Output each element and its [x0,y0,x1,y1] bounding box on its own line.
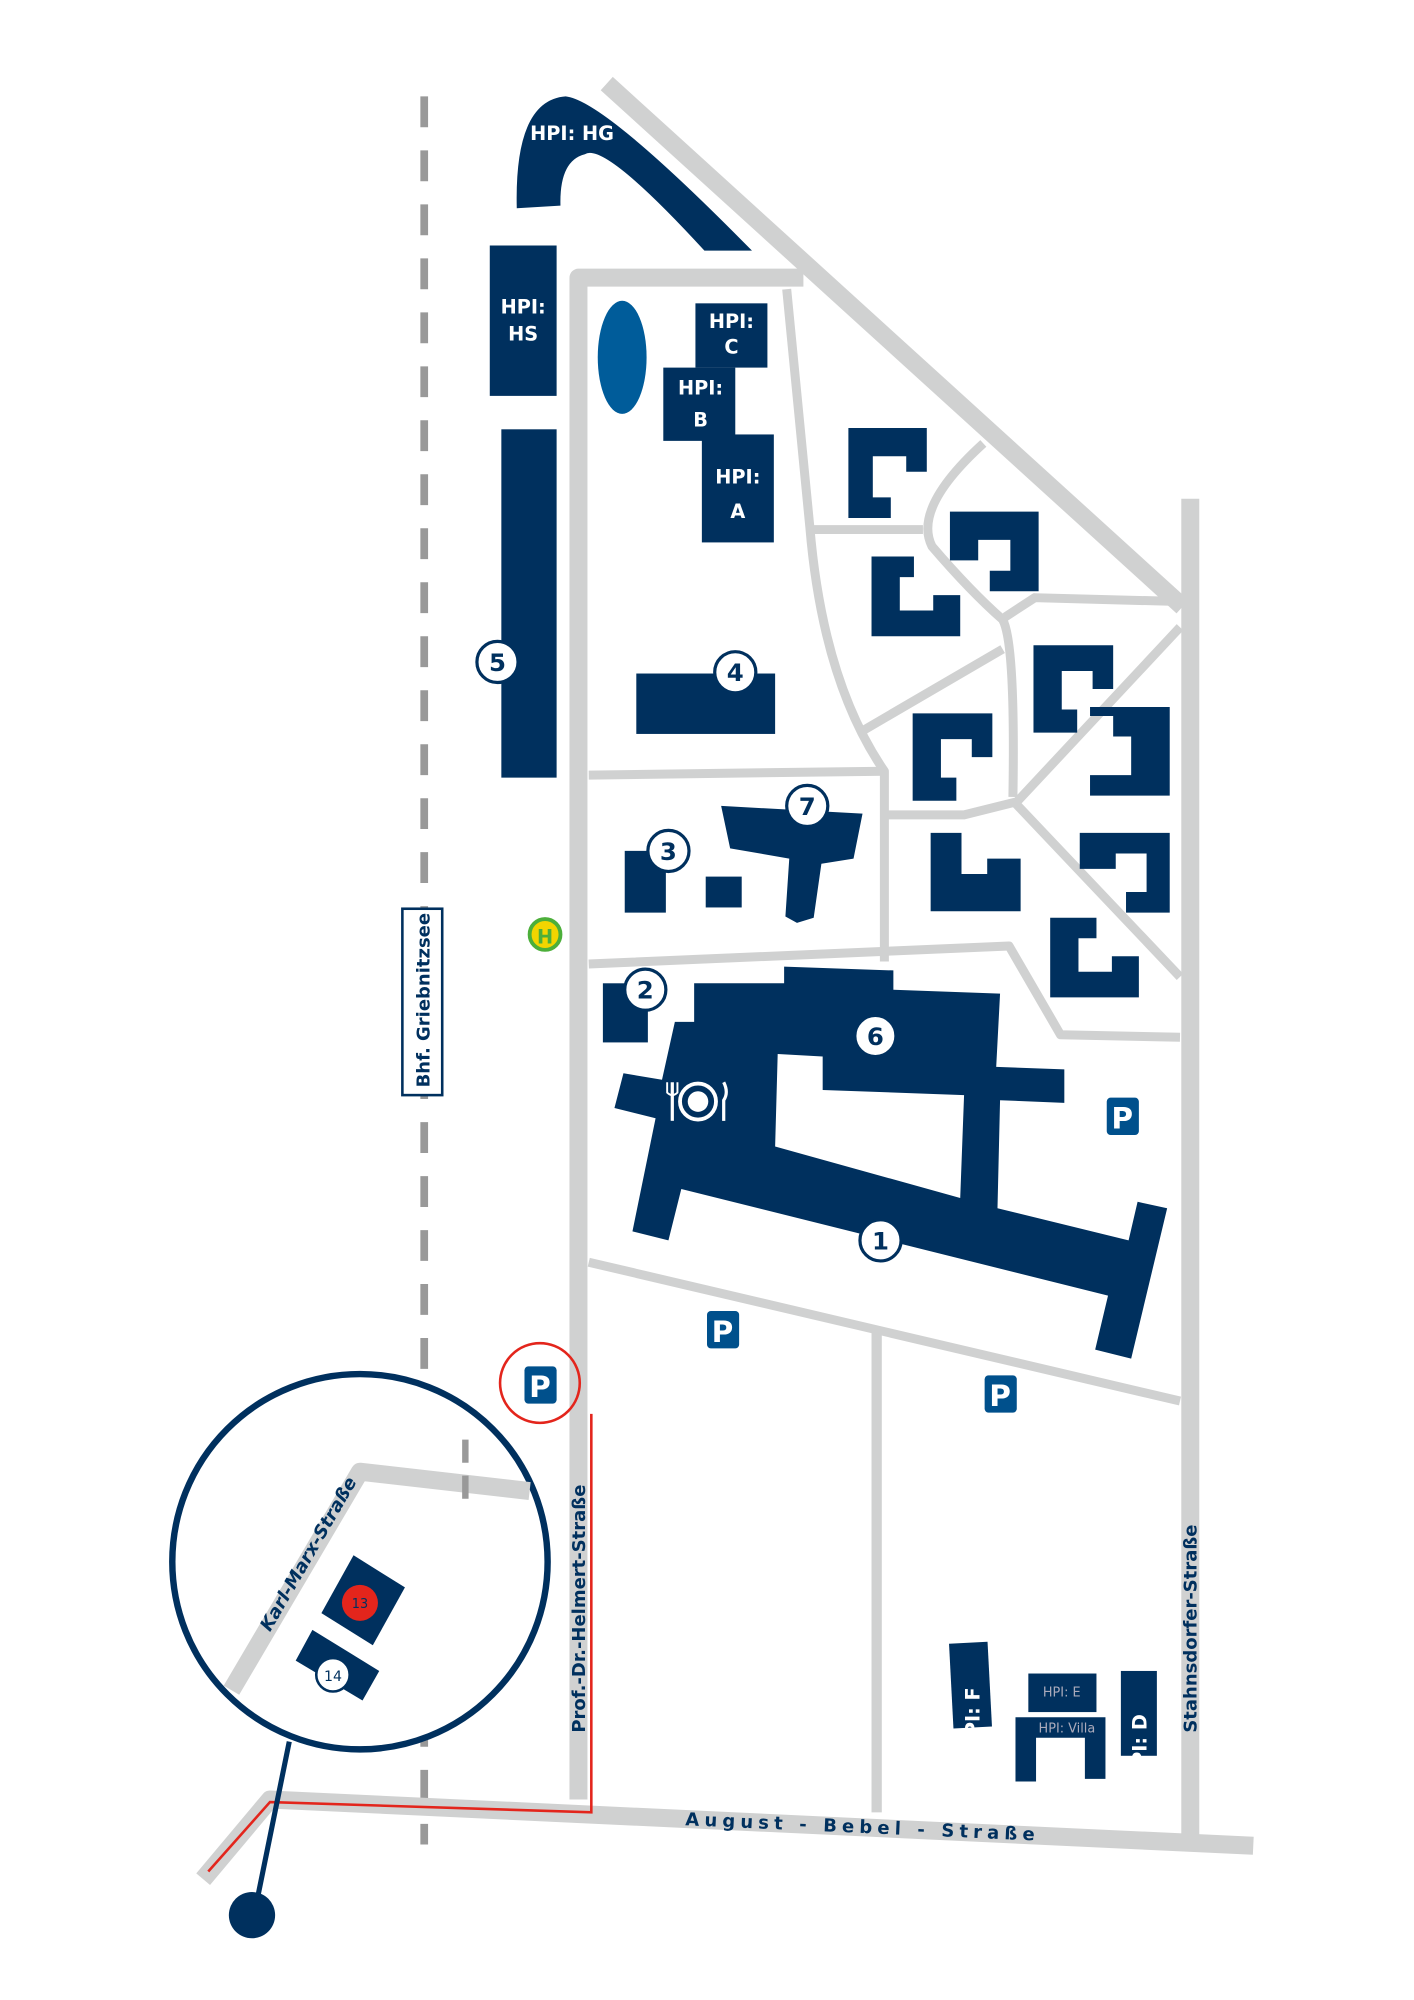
marker-13[interactable] [341,1584,378,1621]
bus-stop-icon[interactable] [527,917,563,952]
street-stahnsdorfer: Stahnsdorfer-Straße [1181,1525,1202,1733]
marker-2[interactable] [623,967,668,1012]
marker-14-label: 14 [324,1669,342,1685]
inset-map: Karl-Marx-Straße 13 14 [169,1370,551,1939]
parking-icon[interactable] [1106,1097,1139,1135]
marker-13-label: 13 [352,1597,368,1612]
label-hpi-e: HPI: E [1043,1686,1081,1701]
parking-icon-highlighted[interactable] [524,1366,557,1404]
building-hpi-e[interactable] [1028,1673,1097,1713]
label-hpi-a: HPI: [715,465,760,488]
building-hpi-b[interactable] [663,367,736,441]
label-hpi-c: HPI: [709,310,754,333]
building-hpi-a[interactable] [701,434,774,543]
label-hpi-villa: HPI: Villa [1039,1722,1096,1737]
marker-3-label: 3 [660,837,677,866]
parking-icon[interactable] [984,1375,1017,1413]
marker-5-label: 5 [489,648,506,677]
residential-buildings [848,428,1170,998]
label-hpi-hg: HPI: HG [530,122,614,145]
label-hpi-a-2: A [730,500,745,523]
restaurant-icon [666,1081,728,1122]
inset-pointer-dot [228,1892,276,1939]
building-1-6-main[interactable] [614,966,1168,1359]
marker-6[interactable] [853,1013,898,1059]
marker-2-label: 2 [637,976,654,1005]
building-hpi-c[interactable] [695,303,768,368]
building-hpi-f[interactable] [949,1641,992,1729]
label-hpi-hs-2: HS [508,323,538,346]
building-hpi-villa[interactable] [1015,1717,1106,1782]
highlight-circle [498,1341,582,1425]
building-7[interactable] [721,805,863,923]
street-helmert: Prof.-Dr.-Helmert-Straße [569,1485,590,1733]
griebnitzsee-lake [597,300,647,414]
building-hpi-hs[interactable] [489,245,557,396]
parking-label: P [712,1315,734,1349]
marker-14[interactable] [314,1656,351,1693]
building-hpi-d[interactable] [1120,1670,1157,1756]
label-hpi-b: HPI: [678,377,723,400]
station-label: Bhf. Griebnitzsee [413,913,434,1087]
marker-7-label: 7 [799,792,816,821]
building-3-annex[interactable] [705,876,742,908]
marker-3[interactable] [646,828,691,874]
walking-route [207,1413,593,1873]
label-hpi-b-2: B [693,409,708,432]
marker-6-label: 6 [867,1022,884,1051]
number-markers [475,639,903,1263]
parking-signs: P P P P [498,1097,1139,1425]
label-hpi-c-2: C [724,335,738,358]
marker-5[interactable] [475,639,520,685]
marker-1-label: 1 [872,1226,889,1255]
street-bebel: August - Bebel - Straße [685,1809,1040,1845]
marker-4[interactable] [713,650,758,695]
label-hpi-hs: HPI: [501,296,546,319]
label-hpi-f: HPI: F [961,1687,984,1752]
station-sign [401,907,444,1097]
bus-stop-label: H [537,925,553,948]
marker-4-label: 4 [727,658,744,687]
parking-label: P [529,1370,551,1404]
building-hpi-hg[interactable] [516,96,752,251]
building-5[interactable] [501,429,557,778]
label-hpi-d: HPI: D [1129,1714,1152,1782]
marker-1[interactable] [858,1218,903,1263]
parking-icon[interactable] [707,1311,740,1349]
parking-label: P [1111,1102,1133,1136]
marker-7[interactable] [785,783,830,829]
parking-label: P [989,1379,1011,1413]
